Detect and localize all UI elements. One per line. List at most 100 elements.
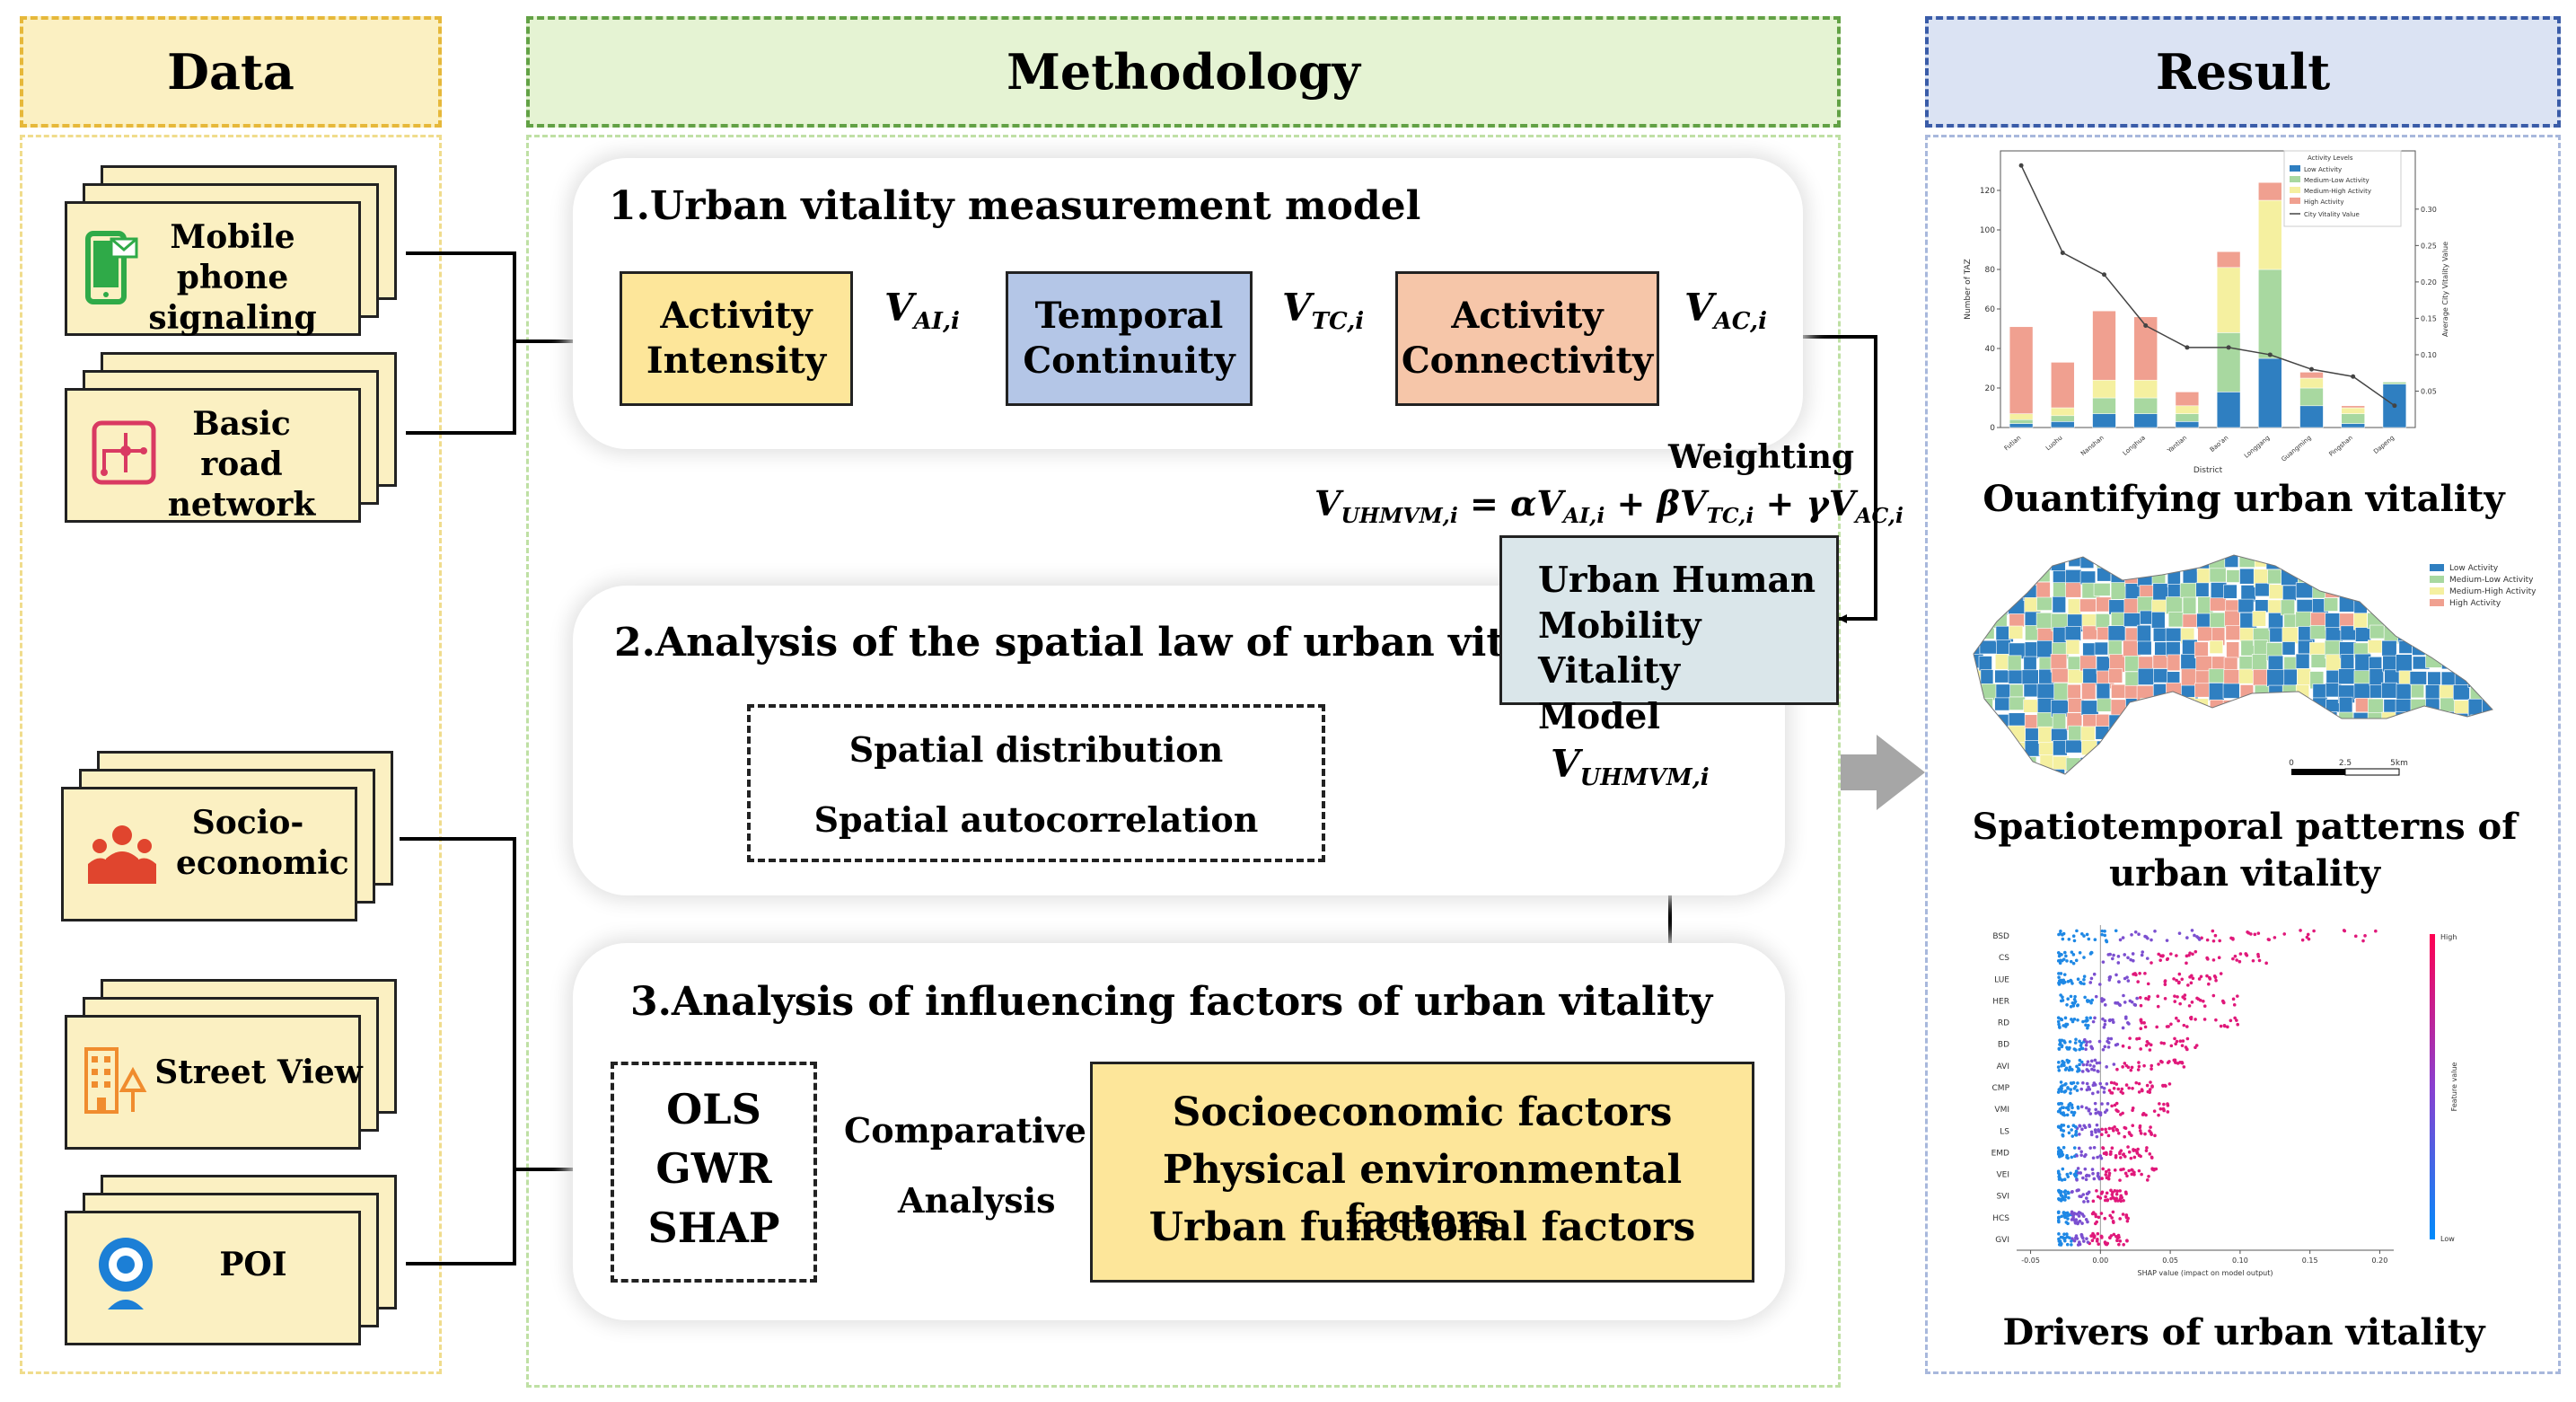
building-tree-icon [84,1047,147,1114]
legend-label: City Vitality Value [2304,211,2360,218]
shap-point [2085,1016,2088,1020]
shap-point [2114,1108,2118,1112]
map-cell [2498,542,2511,554]
shap-point [2109,1196,2113,1201]
map-cell [2111,754,2125,770]
shap-point [2205,938,2210,942]
map-cell [2411,555,2426,570]
shap-point [2172,977,2176,981]
map-cell [2399,784,2414,790]
shap-point [2126,956,2130,960]
shap-point [2066,1190,2070,1195]
shap-point [2089,1133,2094,1137]
shap-point [2110,1104,2114,1108]
bar-segment [2341,405,2365,409]
shap-point [2084,1023,2088,1027]
shap-point [2088,1040,2092,1044]
map-cell [2226,569,2240,583]
map-cell [2266,698,2281,715]
shap-point [2114,1234,2118,1239]
map-cell [1981,570,1997,585]
shap-point [2115,1189,2119,1194]
map-cell [2252,611,2266,627]
shap-point [2211,993,2216,998]
map-cell [2309,783,2325,790]
shap-point [2176,1018,2181,1023]
y2-tick-label: 0.10 [2421,351,2437,359]
shap-point [2078,1124,2082,1128]
map-cell [2038,742,2055,756]
y-tick-label: 0 [1990,424,1995,433]
shap-point [2070,1210,2074,1214]
shap-point [2063,1089,2068,1093]
shap-point [2119,1149,2123,1152]
map-cell [2268,584,2284,600]
map-cell [2111,555,2125,556]
map-cell [2138,743,2153,762]
shap-point [2071,1215,2075,1219]
shap-point [2106,1133,2111,1138]
shap-point [2112,1129,2115,1133]
map-cell [2398,582,2417,599]
shap-point [2107,1126,2112,1131]
map-cell [2452,768,2470,774]
shap-point [2219,972,2223,975]
map-legend-swatch [2430,587,2444,595]
shap-point [2081,1193,2086,1196]
map-cell [2411,627,2425,642]
map-cell [2268,713,2283,732]
shap-point [2123,1125,2127,1130]
map-cell [2441,743,2460,763]
map-cell [2368,742,2383,762]
shap-point [2076,1107,2080,1110]
shap-point [2104,1242,2108,1246]
shap-point [2156,1004,2160,1009]
shap-point [2114,1155,2118,1160]
source-poi: POI [65,1175,424,1354]
shap-point [2057,1068,2062,1072]
shap-point [2079,1195,2083,1199]
shap-point [2180,977,2185,982]
map-cell [1979,639,1997,655]
shap-point [2256,931,2261,935]
map-cell [2469,612,2484,627]
shap-point [2095,1061,2099,1065]
map-cell [2153,668,2168,683]
shap-point [2175,1039,2179,1044]
map-cell [2310,568,2327,586]
map-cell [2196,741,2214,755]
shap-point [2088,1107,2091,1112]
map-cell [2209,568,2227,583]
shap-point [2086,1018,2089,1022]
shap-point [2194,1018,2197,1021]
shap-point [2175,954,2178,957]
shap-point [2107,975,2112,980]
shap-point [2118,1003,2122,1008]
shap-point [2085,1068,2089,1071]
shap-point [2078,950,2082,955]
shap-point [2079,981,2082,984]
shap-point [2076,1188,2079,1193]
shap-point [2081,1239,2086,1243]
shap-point [2236,1022,2240,1027]
shap-point [2103,1003,2107,1007]
map-cell [2368,639,2385,654]
shap-point [2093,938,2097,942]
shap-point [2236,994,2239,998]
shap-point [2065,1242,2070,1247]
map-cell [2497,669,2512,684]
shap-point [2133,930,2138,934]
shap-point [2119,1156,2123,1160]
y2-tick-label: 0.15 [2421,314,2437,322]
shap-point [2062,1177,2067,1182]
shap-point [2070,1110,2074,1115]
shap-point [2116,961,2121,965]
map-cell [2382,655,2398,673]
map-cell [2426,740,2446,756]
shap-point [2102,1025,2106,1029]
shap-point [2100,1177,2104,1180]
shap-point [2174,1042,2177,1046]
legend-label: High Activity [2304,198,2344,206]
map-cell [2341,582,2359,597]
shap-point [2060,1063,2064,1067]
